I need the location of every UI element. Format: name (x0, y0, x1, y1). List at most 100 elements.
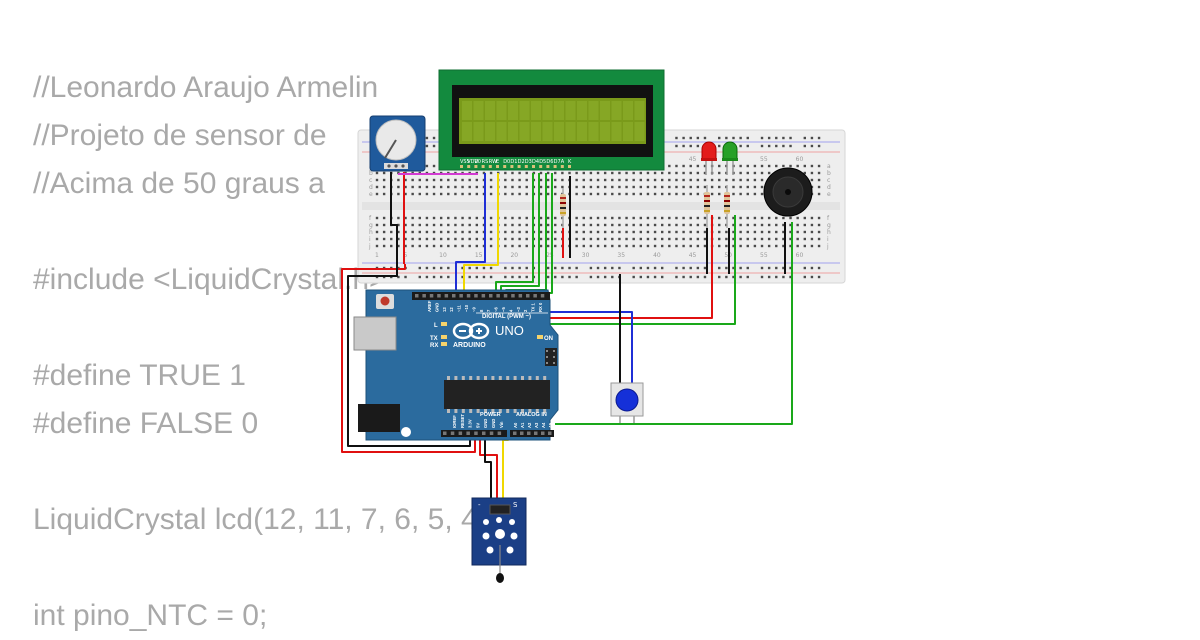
breadboard-column-number: 45 (689, 252, 697, 259)
arduino-digital-label: DIGITAL (PWM ~) (482, 314, 531, 320)
arduino-digital-pin-label: 2 (523, 309, 528, 312)
breadboard-row-letter: d (369, 184, 373, 191)
arduino-digital-pin-label: RX 0 (538, 302, 543, 312)
arduino-analog-label: ANALOG IN (516, 412, 547, 418)
arduino-power-pin-label: Vin (499, 421, 504, 428)
breadboard-row-letter: h (827, 229, 831, 236)
lcd-character-grid (462, 101, 645, 141)
code-line: int pino_NTC = 0; (33, 599, 268, 632)
led-green (722, 141, 738, 175)
breadboard-row-letter: b (827, 170, 831, 177)
push-button[interactable] (610, 382, 644, 423)
arduino-tx-label: TX (430, 336, 438, 342)
arduino-digital-pin-label: 4 (508, 309, 513, 312)
breadboard-column-number: 5 (404, 252, 408, 259)
arduino-analog-pin-label: A1 (520, 422, 525, 428)
arduino-atmega-chip (447, 376, 547, 413)
code-line: #define TRUE 1 (33, 359, 246, 392)
breadboard-row-letter: c (827, 177, 830, 184)
wire-blue-lcd-rs (455, 173, 486, 297)
lcd-pin-label: D1 (510, 159, 517, 165)
breadboard-row-letters: aabbccddeeffgghhiijj (368, 163, 831, 250)
arduino-digital-pin-label: 13 (442, 307, 447, 312)
arduino-power-pin-label: GND (483, 419, 488, 428)
lcd-pin-label: RW (489, 159, 497, 165)
breadboard-column-number: 20 (510, 252, 518, 259)
arduino-digital-pin-label: ~10 (464, 304, 469, 312)
breadboard-column-number: 35 (617, 252, 625, 259)
lcd-pin-label: D6 (546, 159, 553, 165)
breadboard-row-letter: e (827, 191, 831, 198)
arduino-digital-pin-label: TX 1 (531, 302, 536, 312)
code-line: //Leonardo Araujo Armelin (33, 71, 379, 104)
lcd-pin-label: V0 (474, 159, 481, 165)
breadboard-row-letter: d (827, 184, 831, 191)
arduino-brand-label: ARDUINO (453, 342, 486, 349)
breadboard-row-letter: h (369, 229, 373, 236)
arduino-digital-pin-label: ~5 (501, 307, 506, 312)
breadboard-column-number: 40 (653, 252, 661, 259)
code-line: //Projeto de sensor de (33, 119, 327, 152)
arduino-digital-pin-label: ~11 (457, 304, 462, 312)
lcd-pin-label: A (561, 159, 565, 165)
arduino-digital-pin-label: GND (434, 303, 439, 312)
ntc-thermistor-icon (496, 573, 504, 583)
breadboard-column-number: 55 (760, 252, 768, 259)
arduino-power-pin-label: RESET (460, 414, 465, 428)
buzzer (763, 167, 813, 217)
breadboard-row-letter: i (369, 236, 371, 243)
arduino-analog-pin-label: A3 (534, 422, 539, 428)
breadboard-column-number: 30 (582, 252, 590, 259)
arduino-power-pin-label: 5V (475, 423, 480, 428)
breadboard-column-number: 1 (375, 252, 379, 259)
breadboard-row-letter: c (369, 177, 372, 184)
arduino-rx-label: RX (430, 343, 438, 349)
arduino-analog-pin-label: A5 (548, 422, 553, 428)
code-line: //Acima de 50 graus a (33, 167, 325, 200)
breadboard-row-letter: j (826, 243, 829, 250)
arduino-analog-pin-label: A4 (541, 422, 546, 428)
breadboard-row-letter: b (369, 170, 373, 177)
breadboard-row-letter: f (369, 215, 372, 222)
arduino-digital-pin-label: 7 (486, 309, 491, 312)
arduino-digital-pin-label: 12 (449, 307, 454, 312)
breadboard-column-number: 15 (475, 252, 483, 259)
wire-red-5v-rail (341, 264, 476, 453)
arduino-power-pin-label: 3.3V (468, 419, 473, 428)
resistor-green-led (724, 185, 730, 228)
arduino-digital-pin-label: 8 (479, 309, 484, 312)
arduino-digital-pin-label: ~6 (494, 307, 499, 312)
breadboard-row-letter: g (827, 222, 831, 229)
potentiometer (369, 115, 426, 172)
breadboard-row-letter: j (368, 243, 371, 250)
lcd-pin-label: E (496, 159, 499, 165)
breadboard-column-number: 60 (796, 156, 804, 163)
breadboard-column-number: 25 (546, 252, 554, 259)
wire-red-sensor (479, 432, 498, 500)
arduino-digital-pin-label: ~3 (516, 307, 521, 312)
wire-black-gnd-rail (347, 264, 471, 447)
arduino-analog-pin-label: A0 (513, 422, 518, 428)
arduino-uno-label: UNO (495, 323, 524, 338)
potentiometer-knob-indicator (384, 139, 397, 159)
breadboard-row-letter: i (827, 236, 829, 243)
arduino-on-label: ON (544, 336, 553, 342)
breadboard-row-letter: g (369, 222, 373, 229)
breadboard-column-number: 45 (689, 156, 697, 163)
breadboard-row-letter: e (369, 191, 373, 198)
breadboard-column-number: 55 (760, 156, 768, 163)
sensor-minus-label: - (478, 501, 481, 509)
lcd-pin-label: D5 (539, 159, 546, 165)
breadboard-column-number: 10 (439, 252, 447, 259)
code-line: #define FALSE 0 (33, 407, 259, 440)
lcd-pin-label: D7 (554, 159, 561, 165)
wire-green-buzzer (555, 222, 793, 425)
breadboard-column-number: 60 (796, 252, 804, 259)
arduino-logo-icon (452, 322, 490, 340)
